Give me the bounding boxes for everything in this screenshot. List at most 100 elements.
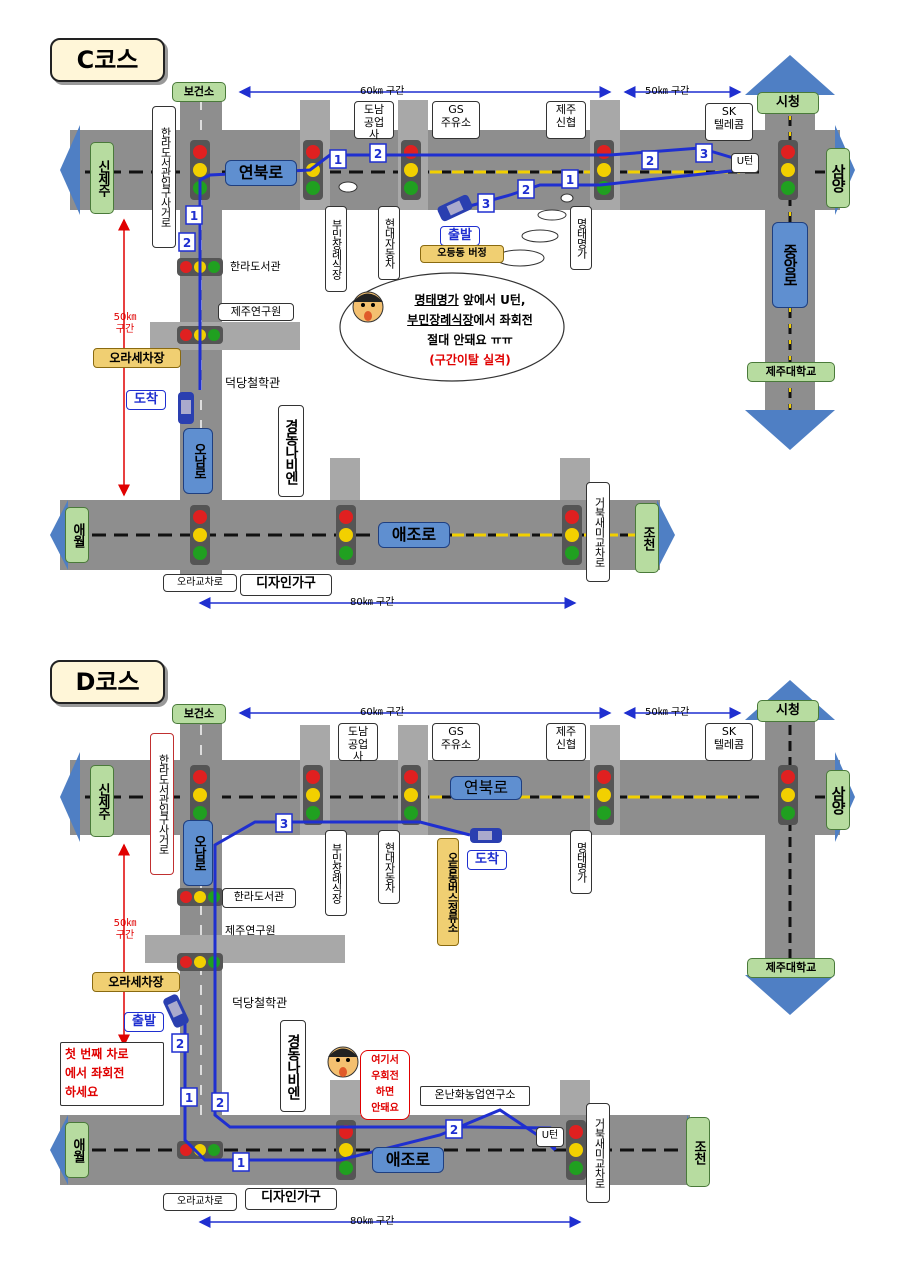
d-onam-road-label: 오남로 — [183, 820, 213, 886]
d-yeonbuk-road-label: 연북로 — [450, 776, 522, 800]
c-aewol: 애월 — [65, 507, 89, 563]
route-number: 2 — [450, 1123, 458, 1137]
c-clouds — [338, 181, 574, 267]
c-note-line4: (구간이탈 실격) — [429, 353, 511, 367]
c-note-text: 명태명가 앞에서 U턴, 부민장례식장에서 좌회전 절대 안돼요 ㅠㅠ (구간이… — [385, 290, 555, 370]
d-sec50-label: 50㎞ 구간 — [645, 707, 690, 718]
c-city-hall: 시청 — [757, 92, 819, 114]
d-gs-line1: GS — [448, 725, 464, 738]
d-gyeongdong: 경동나비엔 — [280, 1020, 306, 1112]
c-donam-line2: 공업사 — [363, 115, 385, 142]
d-sk-line1: SK — [721, 725, 737, 738]
person-icon — [352, 291, 384, 323]
c-sk-line1: SK — [721, 105, 737, 118]
d-sec80-label: 80㎞ 구간 — [350, 1216, 395, 1227]
d-design-furniture: 디자인가구 — [245, 1188, 337, 1210]
d-uturn: U턴 — [536, 1127, 564, 1147]
traffic-light-icon — [778, 140, 798, 200]
c-shinhyup-line2: 신협 — [555, 115, 577, 129]
c-geobuk-cross: 거북새미교차로 — [586, 482, 610, 582]
d-route-numbers: 1 2 3 1 2 2 — [171, 813, 463, 1172]
d-samyang: 삼양 — [826, 770, 850, 830]
c-gyeongdong: 경동나비엔 — [278, 405, 304, 497]
traffic-light-icon — [303, 765, 323, 825]
route-number: 1 — [190, 209, 198, 223]
c-hyundai: 현대자동차 — [378, 206, 400, 280]
d-donam-line1: 도남 — [347, 725, 369, 738]
d-health-center: 보건소 — [172, 704, 226, 724]
c-note-line2-rest: 에서 좌회전 — [473, 313, 533, 327]
c-sinjeju: 신제주 — [90, 142, 114, 214]
d-geobuk-cross: 거북새미교차로 — [586, 1103, 610, 1203]
route-number: 1 — [185, 1091, 193, 1105]
c-sec80-label: 80㎞ 구간 — [350, 597, 395, 608]
d-deokdang: 덕당철학관 — [232, 996, 288, 1010]
d-shinhyup-line1: 제주 — [555, 725, 577, 738]
c-myeongtae: 명태명가 — [570, 206, 592, 270]
d-ora-parking: 오라세차장 — [92, 972, 180, 992]
car-icon — [163, 994, 189, 1028]
d-onnan: 온난화농업연구소 — [420, 1086, 530, 1106]
d-note-left: 첫 번째 차로 에서 좌회전 하세요 — [60, 1042, 164, 1106]
d-donam-line2: 공업사 — [347, 737, 369, 764]
d-sec60-label: 60㎞ 구간 — [360, 707, 405, 718]
c-gs-line1: GS — [448, 103, 464, 116]
d-note-right-line4: 안돼요 — [371, 1103, 399, 1114]
c-sec60-label: 60㎞ 구간 — [360, 86, 405, 97]
route-number: 2 — [374, 147, 382, 161]
traffic-light-icon — [401, 765, 421, 825]
c-note-line1-rest: 앞에서 U턴, — [458, 293, 526, 307]
c-note-line3: 절대 안돼요 ㅠㅠ — [427, 333, 513, 347]
d-course-title: D코스 — [50, 660, 165, 704]
d-odeung-bus-stop: 오등동버스정류소 — [437, 838, 459, 946]
c-yeonbuk-road-label: 연북로 — [225, 160, 297, 186]
person-icon — [327, 1046, 359, 1078]
d-hyundai: 현대자동차 — [378, 830, 400, 904]
traffic-light-icon — [190, 765, 210, 825]
d-sec50v-line1: 50㎞ — [113, 918, 137, 929]
c-uturn: U턴 — [731, 153, 759, 173]
d-note-left-line2: 에서 좌회전 — [65, 1066, 125, 1080]
d-sinjeju: 신제주 — [90, 765, 114, 837]
d-south-arrow — [745, 975, 835, 1015]
c-note-line1-underlined: 명태명가 — [414, 293, 459, 307]
d-ora-cross: 오라교차로 — [163, 1193, 237, 1211]
route-number: 2 — [216, 1096, 224, 1110]
c-bumin: 부민장례식장 — [325, 206, 347, 292]
route-number: 2 — [522, 183, 530, 197]
route-number: 2 — [183, 236, 191, 250]
c-aejo-road-label: 애조로 — [378, 522, 450, 548]
c-shinhyup-line1: 제주 — [555, 103, 577, 116]
route-number: 3 — [700, 147, 708, 161]
c-aewol-arrow — [50, 500, 68, 570]
d-myeongtae: 명태명가 — [570, 830, 592, 894]
c-start-label: 출발 — [440, 226, 480, 246]
traffic-light-icon — [562, 505, 582, 565]
d-note-left-line3: 하세요 — [65, 1085, 99, 1099]
traffic-light-icon — [778, 765, 798, 825]
d-note-right: 여기서 우회전 하면 안돼요 — [360, 1050, 410, 1120]
d-note-right-line3: 하면 — [375, 1087, 395, 1098]
d-city-hall: 시청 — [757, 700, 819, 722]
route-number: 2 — [646, 154, 654, 168]
c-donam-line1: 도남 — [363, 103, 385, 116]
d-aewol-arrow — [50, 1115, 68, 1185]
c-yeonbuk-road-surface — [70, 130, 840, 210]
d-shinhyup-line2: 신협 — [555, 737, 577, 751]
d-note-right-line2: 우회전 — [371, 1071, 399, 1082]
car-icon — [437, 194, 473, 222]
c-jungang-road-label: 중앙로 — [772, 222, 808, 308]
car-icon — [470, 828, 502, 843]
d-west-arrow — [60, 752, 80, 842]
d-jeju-univ: 제주대학교 — [747, 958, 835, 978]
d-note-left-line1: 첫 번째 차로 — [65, 1047, 129, 1061]
c-hanla-lib: 한라도서관 — [230, 260, 281, 273]
